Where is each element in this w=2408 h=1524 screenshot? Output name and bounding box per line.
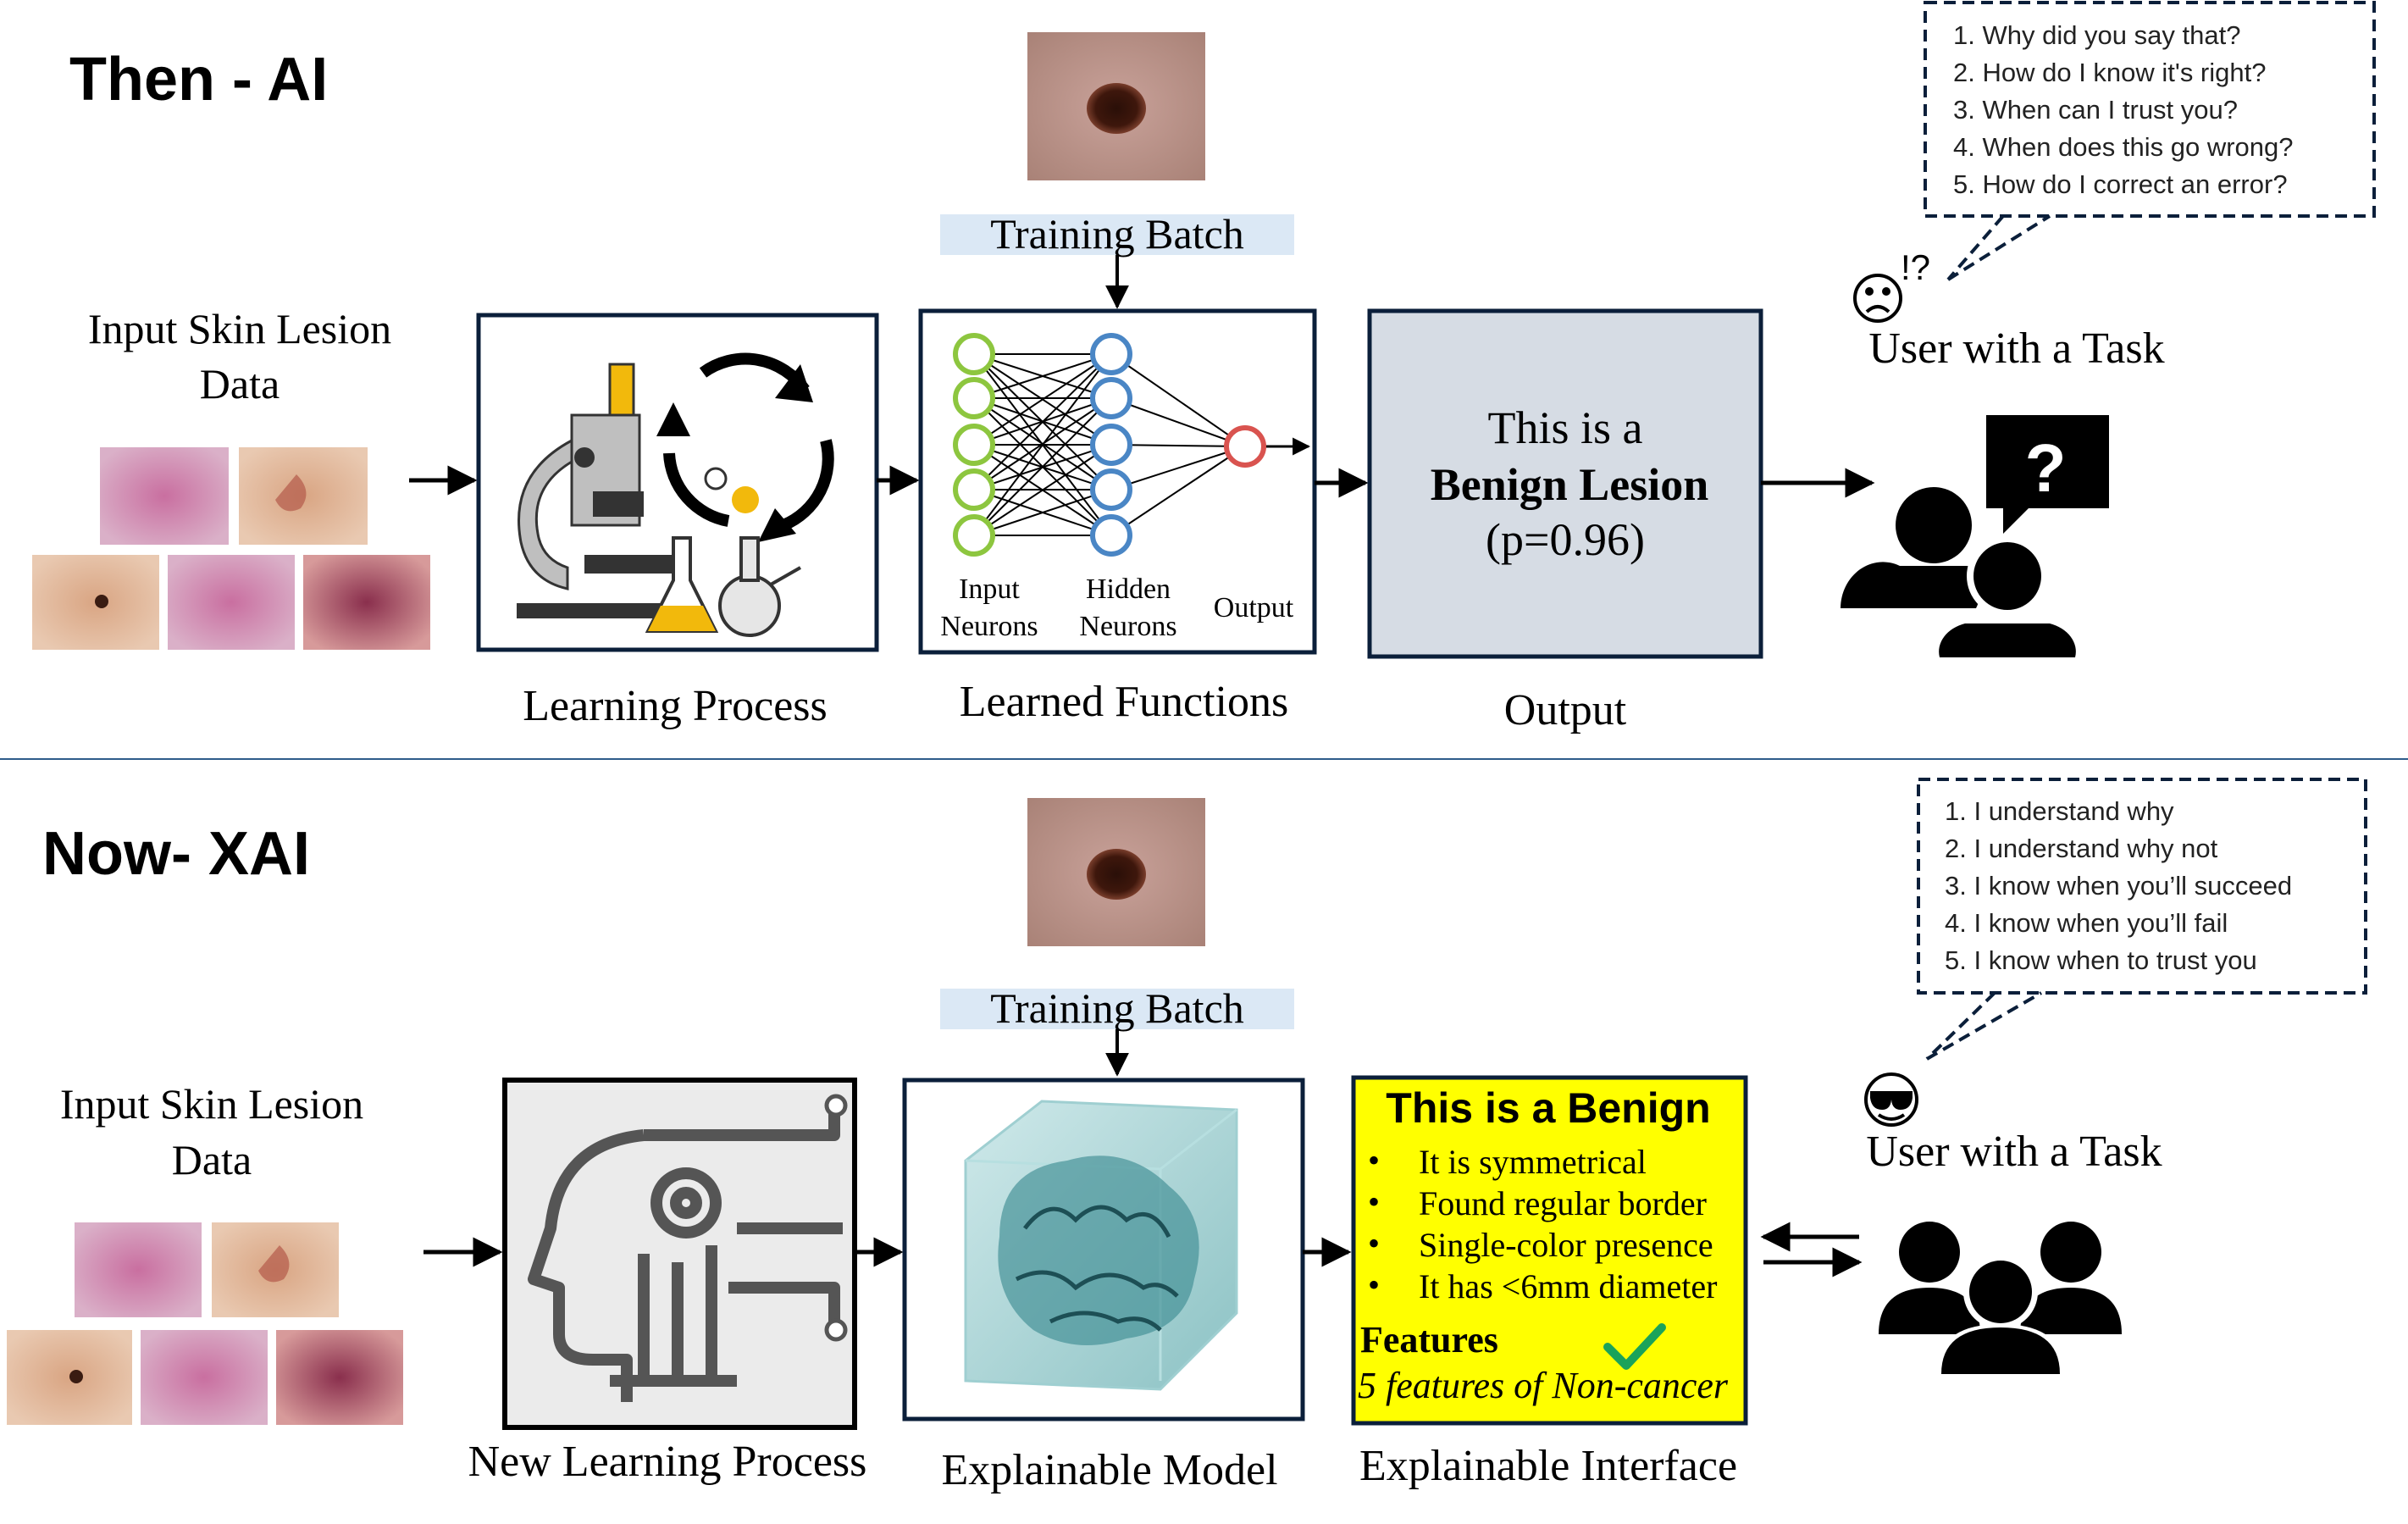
svg-text:•: • <box>1368 1266 1380 1304</box>
sunglasses-face-icon <box>1864 1072 1918 1127</box>
now-statement-5: 5. I know when to trust you <box>1945 945 2257 975</box>
nn-input-neuron <box>953 514 995 557</box>
nn-input-neuron <box>953 424 995 466</box>
brain-cube-icon <box>964 1100 1238 1391</box>
now-features-note: 5 features of Non-cancer <box>1358 1365 1729 1406</box>
then-question-4: 4. When does this go wrong? <box>1953 132 2294 162</box>
nn-output-neuron <box>1224 425 1266 468</box>
nn-hidden-neuron <box>1090 468 1132 511</box>
then-output-line-1: This is a <box>1488 402 1643 453</box>
then-user-label: User with a Task <box>1868 324 2164 373</box>
nn-nodes <box>953 333 1266 557</box>
nn-edge <box>1110 397 1246 447</box>
nn-input-label-1: Input <box>959 574 1020 605</box>
now-title: Now- XAI <box>42 820 310 888</box>
then-bubble-tail <box>1946 214 2051 281</box>
nn-edge <box>973 353 1112 399</box>
nn-edge <box>973 353 1112 490</box>
now-input-label-2: Data <box>172 1136 252 1183</box>
now-statements-bubble <box>1917 778 2367 995</box>
now-statement-3: 3. I know when you’ll succeed <box>1945 871 2292 901</box>
nn-edge <box>1110 446 1246 490</box>
then-learning-caption: Learning Process <box>523 682 828 730</box>
nn-edge <box>973 489 1112 536</box>
now-statement-4: 4. I know when you’ll fail <box>1945 908 2228 938</box>
then-exclaim: !? <box>1901 247 1930 287</box>
check-icon <box>1603 1323 1666 1370</box>
svg-text:•: • <box>1368 1183 1380 1221</box>
then-question-2: 2. How do I know it's right? <box>1953 58 2266 87</box>
nn-input-neuron <box>953 377 995 419</box>
then-training-batch: Training Batch <box>990 210 1244 258</box>
now-bubble-tail <box>1925 991 2043 1061</box>
nn-edge <box>1110 444 1246 447</box>
nn-connections <box>973 353 1311 536</box>
user-group-icon <box>1879 1222 2122 1377</box>
flask-icon <box>645 536 801 637</box>
nn-edge <box>1110 353 1246 447</box>
now-interface-box <box>1351 1075 1748 1426</box>
then-output-caption: Output <box>1504 686 1627 734</box>
user-question-icon: ? <box>1841 415 2109 657</box>
interface-bullet-2: Found regular border <box>1419 1184 1707 1222</box>
then-input-label-2: Data <box>200 360 280 407</box>
then-question-1: 1. Why did you say that? <box>1953 20 2240 50</box>
now-interface-bullets: • It is symmetrical • Found regular bord… <box>1368 1141 1717 1305</box>
nn-hidden-neuron <box>1090 333 1132 375</box>
nn-edge <box>973 397 1112 536</box>
then-question-5: 5. How do I correct an error? <box>1953 169 2288 199</box>
now-interface-caption: Explainable Interface <box>1359 1442 1737 1490</box>
nn-input-neuron <box>953 333 995 375</box>
then-functions-caption: Learned Functions <box>960 678 1288 726</box>
nn-hidden-neuron <box>1090 514 1132 557</box>
now-model-caption: Explainable Model <box>941 1446 1277 1494</box>
now-statement-1: 1. I understand why <box>1945 796 2174 826</box>
nn-edge <box>1110 446 1246 536</box>
then-question-3: 3. When can I trust you? <box>1953 95 2238 125</box>
nn-hidden-label-1: Hidden <box>1086 574 1171 605</box>
nn-edge <box>973 353 1112 446</box>
then-output-line-2: Benign Lesion <box>1431 459 1709 510</box>
then-input-thumbnails <box>32 447 430 650</box>
ai-head-gear-icon <box>528 1110 843 1402</box>
then-questions-bubble <box>1924 1 2376 218</box>
now-training-batch: Training Batch <box>990 984 1244 1032</box>
microscope-icon <box>517 363 695 618</box>
svg-text:•: • <box>1368 1224 1380 1262</box>
nn-hidden-neuron <box>1090 377 1132 419</box>
now-lesion-photo <box>1027 798 1205 946</box>
nn-edge <box>973 353 1112 536</box>
interface-bullet-3: Single-color presence <box>1419 1226 1713 1264</box>
interface-bullet-4: It has <6mm diameter <box>1419 1267 1717 1305</box>
nn-hidden-label-2: Neurons <box>1079 611 1176 642</box>
now-features-label: Features <box>1360 1319 1498 1361</box>
now-training-batch-bg <box>940 989 1294 1029</box>
now-input-thumbnails <box>7 1222 403 1425</box>
then-training-batch-bg <box>940 214 1294 255</box>
nn-output-label: Output <box>1214 592 1294 623</box>
now-input-label-1: Input Skin Lesion <box>60 1080 363 1128</box>
now-learning-caption: New Learning Process <box>468 1438 867 1486</box>
sad-face-icon <box>1853 274 1902 323</box>
nn-input-label-2: Neurons <box>940 611 1038 642</box>
nn-edge <box>973 444 1112 536</box>
then-lesion-photo <box>1027 32 1205 180</box>
svg-text:•: • <box>1368 1141 1380 1179</box>
then-output-box <box>1367 308 1763 659</box>
then-input-label-1: Input Skin Lesion <box>88 305 391 352</box>
svg-text:?: ? <box>2025 430 2067 506</box>
interface-bullet-1: It is symmetrical <box>1419 1143 1647 1181</box>
now-user-label: User with a Task <box>1866 1128 2162 1176</box>
then-output-line-3: (p=0.96) <box>1486 514 1645 565</box>
now-statement-2: 2. I understand why not <box>1945 834 2218 863</box>
now-interface-title: This is a Benign <box>1386 1084 1710 1132</box>
nn-input-neuron <box>953 468 995 511</box>
then-title: Then - AI <box>69 46 328 114</box>
nn-hidden-neuron <box>1090 424 1132 466</box>
